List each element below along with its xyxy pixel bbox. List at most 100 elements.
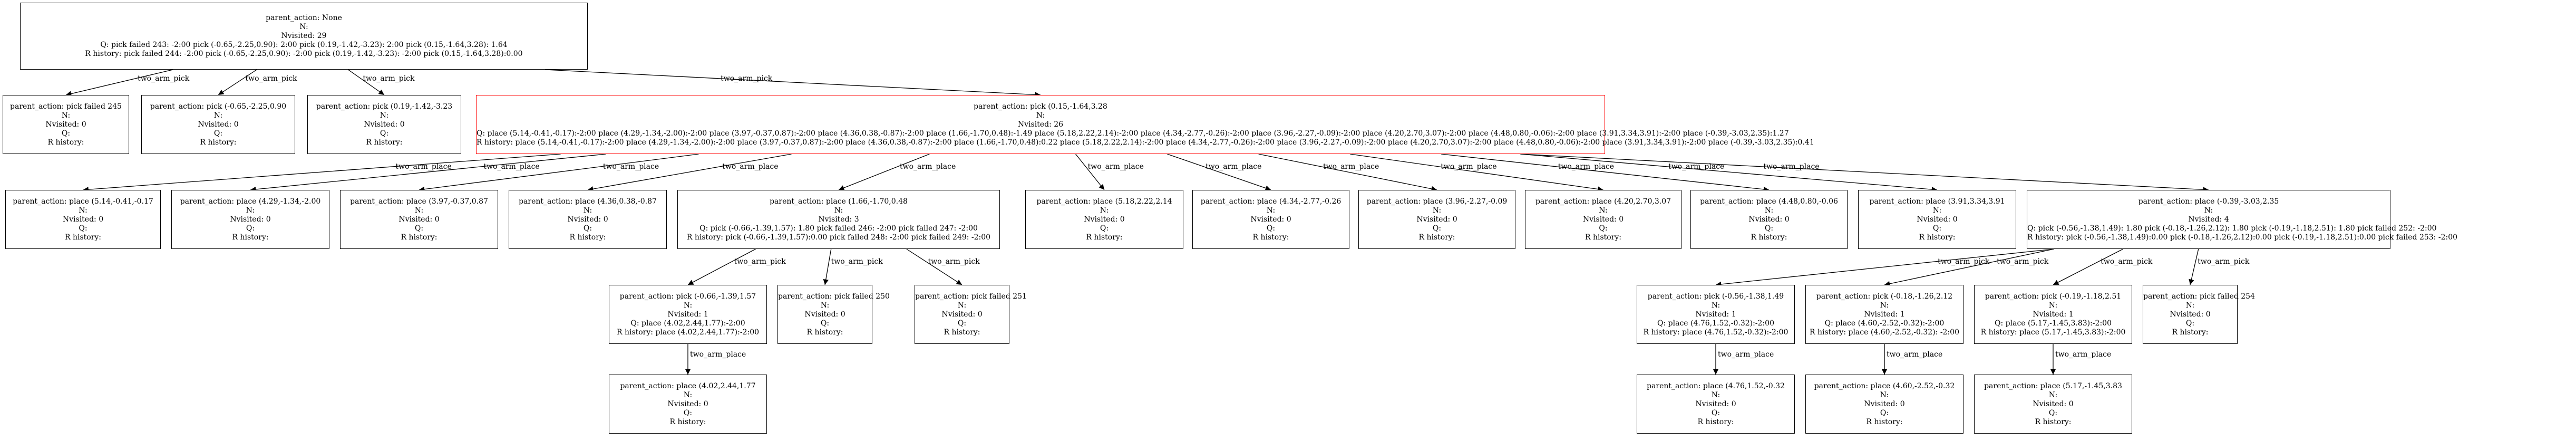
node-line: N: xyxy=(1036,111,1045,120)
node-line: N: xyxy=(820,301,830,310)
node-line: R history: xyxy=(200,138,237,147)
node-line: R history: xyxy=(1585,233,1622,242)
node-line: N: xyxy=(583,206,592,215)
edge-label: two_arm_place xyxy=(900,162,956,171)
node-line: Nvisited: 0 xyxy=(1864,399,1905,408)
edge-label: two_arm_place xyxy=(602,162,659,171)
node-line: R history: pick (-0.56,-1.38,1.49):0.00 … xyxy=(2027,233,2458,242)
node-line: parent_action: place (3.97,-0.37,0.87 xyxy=(350,197,488,206)
node-line: parent_action: place (5.17,-1.45,3.83 xyxy=(1984,381,2122,390)
node-line: R history: xyxy=(669,417,706,426)
node-line: parent_action: place (3.91,3.34,3.91 xyxy=(1869,197,2005,206)
node-line: Q: xyxy=(1932,224,1942,233)
node-line: R history: xyxy=(2035,417,2072,426)
edge-label: two_arm_place xyxy=(2055,350,2112,359)
node-line: Nvisited: 0 xyxy=(804,310,845,319)
tree-edge xyxy=(687,248,756,285)
node-line: Q: pick (-0.66,-1.39,1.57): 1.80 pick fa… xyxy=(699,224,978,233)
node-line: N: xyxy=(1432,206,1442,215)
edge-label: two_arm_place xyxy=(1668,162,1725,171)
tree-edge xyxy=(83,154,561,193)
node-line: Q: xyxy=(61,129,71,138)
node-line: Nvisited: 1 xyxy=(1864,310,1905,319)
node-line: R history: place (5.14,-0.41,-0.17):-2:0… xyxy=(477,138,1814,147)
node-line: Nvisited: 0 xyxy=(1695,399,1736,408)
node-line: R history: xyxy=(1252,233,1289,242)
edge-label: two_arm_pick xyxy=(245,74,297,83)
edge-label: two_arm_place xyxy=(395,162,452,171)
tree-edge xyxy=(1884,248,2054,286)
node-line: Q: place (5.17,-1.45,3.83):-2:00 xyxy=(1995,319,2112,328)
node-line: Q: xyxy=(683,408,693,417)
node-line: parent_action: place (3.96,-2.27,-0.09 xyxy=(1366,197,1508,206)
tree-edge xyxy=(1258,154,1437,192)
node-line: Nvisited: 3 xyxy=(818,215,859,224)
node-line: R history: pick failed 244: -2:00 pick (… xyxy=(85,50,523,58)
edge-label: two_arm_place xyxy=(1323,162,1379,171)
tree-edge xyxy=(1520,154,1938,193)
node-line: N: xyxy=(2048,301,2058,310)
node-line: Q: pick (-0.56,-1.38,1.49): 1.80 pick (-… xyxy=(2027,224,2437,233)
node-line: Nvisited: 0 xyxy=(198,120,239,129)
node-line: N: xyxy=(380,111,389,120)
node-line: Q: xyxy=(1880,408,1889,417)
node-line: Nvisited: 0 xyxy=(1250,215,1291,224)
node-line: N: xyxy=(414,206,424,215)
node-line: R history: pick (-0.66,-1.39,1.57):0.00 … xyxy=(686,233,991,242)
node-line: R history: xyxy=(1919,233,1956,242)
edge-label: two_arm_place xyxy=(1206,162,1262,171)
node-line: parent_action: pick (-0.56,-1.38,1.49 xyxy=(1647,292,1784,301)
edge-label: two_arm_place xyxy=(722,162,779,171)
node-line: R history: xyxy=(1751,233,1787,242)
edge-label: two_arm_place xyxy=(1087,162,1144,171)
node-line: Nvisited: 0 xyxy=(45,120,86,129)
node-line: Nvisited: 0 xyxy=(1582,215,1624,224)
node-line: Nvisited: 0 xyxy=(667,399,708,408)
node-line: parent_action: pick (-0.18,-1.26,2.12 xyxy=(1816,292,1953,301)
node-line: parent_action: pick (0.15,-1.64,3.28 xyxy=(974,102,1107,111)
node-line: R history: place (4.02,2.44,1.77):-2:00 xyxy=(616,328,760,337)
node-line: Nvisited: 0 xyxy=(230,215,271,224)
node-line: N: xyxy=(1932,206,1942,215)
node-line: parent_action: place (4.20,2.70,3.07 xyxy=(1535,197,1671,206)
node-line: Nvisited: 0 xyxy=(567,215,608,224)
node-line: Nvisited: 0 xyxy=(1748,215,1790,224)
node-line: N: xyxy=(1880,301,1889,310)
node-line: Q: xyxy=(1432,224,1442,233)
node-line: parent_action: place (5.14,-0.41,-0.17 xyxy=(13,197,153,206)
node-line: R history: xyxy=(64,233,102,242)
node-line: parent_action: pick (0.19,-1.42,-3.23 xyxy=(316,102,453,111)
node-line: R history: xyxy=(47,138,84,147)
node-line: parent_action: pick (-0.65,-2.25,0.90 xyxy=(150,102,287,111)
edge-label: two_arm_place xyxy=(1441,162,1497,171)
node-line: Nvisited: 1 xyxy=(667,310,708,319)
edge-label: two_arm_pick xyxy=(831,257,883,266)
node-line: Nvisited: 0 xyxy=(398,215,440,224)
node-line: Q: xyxy=(1266,224,1276,233)
node-line: parent_action: place (4.29,-1.34,-2.00 xyxy=(180,197,321,206)
node-line: parent_action: place (4.36,0.38,-0.87 xyxy=(519,197,657,206)
node-line: Q: place (5.14,-0.41,-0.17):-2:00 place … xyxy=(477,129,1789,138)
node-line: Q: xyxy=(380,129,389,138)
node-line: Q: xyxy=(79,224,88,233)
edge-label: two_arm_place xyxy=(1718,350,1774,359)
node-line: Nvisited: 0 xyxy=(1416,215,1457,224)
node-line: N: xyxy=(1711,301,1720,310)
edge-label: two_arm_pick xyxy=(1997,257,2049,266)
tree-edge xyxy=(545,69,1041,98)
node-line: Nvisited: 0 xyxy=(1917,215,1958,224)
node-line: R history: xyxy=(1697,417,1734,426)
node-line: N: xyxy=(79,206,88,215)
node-line: Q: xyxy=(2048,408,2058,417)
tree-edge xyxy=(838,154,930,191)
